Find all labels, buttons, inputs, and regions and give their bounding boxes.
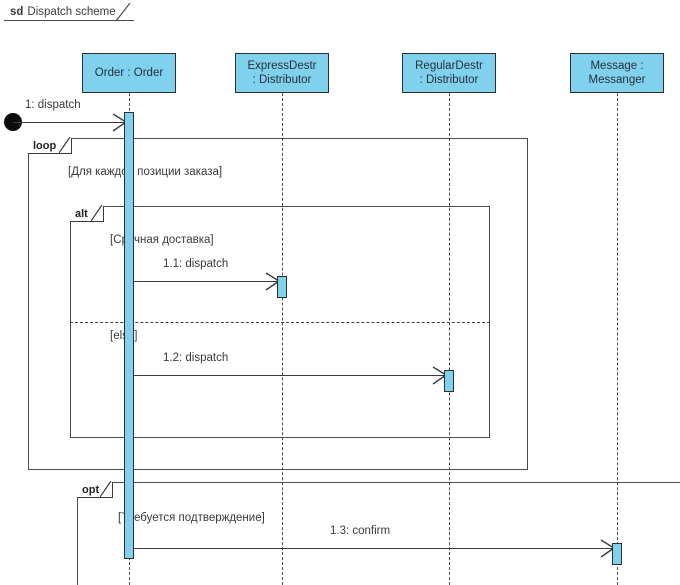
lifeline-label-regular-line2: : Distributor	[419, 74, 479, 86]
activation-bar-message[interactable]	[612, 543, 622, 565]
lifeline-label-express-line2: : Distributor	[252, 74, 312, 86]
message-line-1-2[interactable]	[134, 375, 444, 376]
lifeline-head-express[interactable]: ExpressDestr : Distributor	[235, 53, 329, 93]
lifeline-label-regular-line1: RegularDestr	[415, 60, 483, 72]
lifeline-label-message-line1: Message :	[590, 60, 644, 72]
fragment-loop[interactable]	[28, 138, 528, 470]
lifeline-stem-message	[617, 93, 618, 585]
lifeline-label-message-line2: Messanger	[588, 74, 646, 86]
fragment-alt-guard: [Срочная доставка]	[110, 234, 214, 246]
diagram-frame-tab: sd Dispatch scheme	[4, 3, 134, 23]
message-label-start: 1: dispatch	[25, 99, 81, 111]
lifeline-stem-regular	[449, 93, 450, 585]
fragment-opt-label: opt	[77, 481, 113, 499]
fragment-opt-guard: [Требуется подтверждение]	[118, 512, 265, 524]
fragment-alt-separator	[70, 322, 490, 323]
message-line-start[interactable]	[13, 122, 124, 123]
fragment-loop-notch-icon	[59, 137, 72, 155]
fragment-loop-label: loop	[28, 137, 72, 155]
lifeline-head-order[interactable]: Order : Order	[82, 53, 176, 93]
frame-tab-notch-icon	[115, 3, 134, 23]
activation-bar-regular[interactable]	[444, 370, 454, 392]
message-line-1-3[interactable]	[134, 548, 612, 549]
lifeline-head-regular[interactable]: RegularDestr : Distributor	[402, 53, 496, 93]
message-line-1-1[interactable]	[134, 281, 277, 282]
fragment-opt-keyword: opt	[82, 483, 100, 496]
message-label-1-2: 1.2: dispatch	[163, 352, 229, 364]
lifeline-stem-express	[282, 93, 283, 585]
fragment-loop-keyword: loop	[33, 139, 57, 152]
lifeline-label-order-line1: Order : Order	[94, 67, 164, 79]
lifeline-head-message[interactable]: Message : Messanger	[570, 53, 664, 93]
message-label-1-3: 1.3: confirm	[330, 525, 391, 537]
fragment-opt-notch-icon	[100, 481, 113, 499]
activation-bar-order[interactable]	[124, 112, 134, 559]
fragment-alt-notch-icon	[91, 205, 104, 223]
fragment-opt[interactable]	[77, 482, 680, 585]
fragment-alt-label: alt	[70, 205, 104, 223]
activation-bar-express[interactable]	[277, 276, 287, 298]
fragment-loop-guard: [Для каждой позиции заказа]	[68, 166, 223, 178]
frame-name: Dispatch scheme	[27, 5, 116, 18]
message-label-1-1: 1.1: dispatch	[163, 258, 229, 270]
frame-keyword: sd	[10, 5, 24, 18]
lifeline-label-express-line1: ExpressDestr	[247, 60, 317, 72]
fragment-alt-keyword: alt	[75, 207, 88, 220]
